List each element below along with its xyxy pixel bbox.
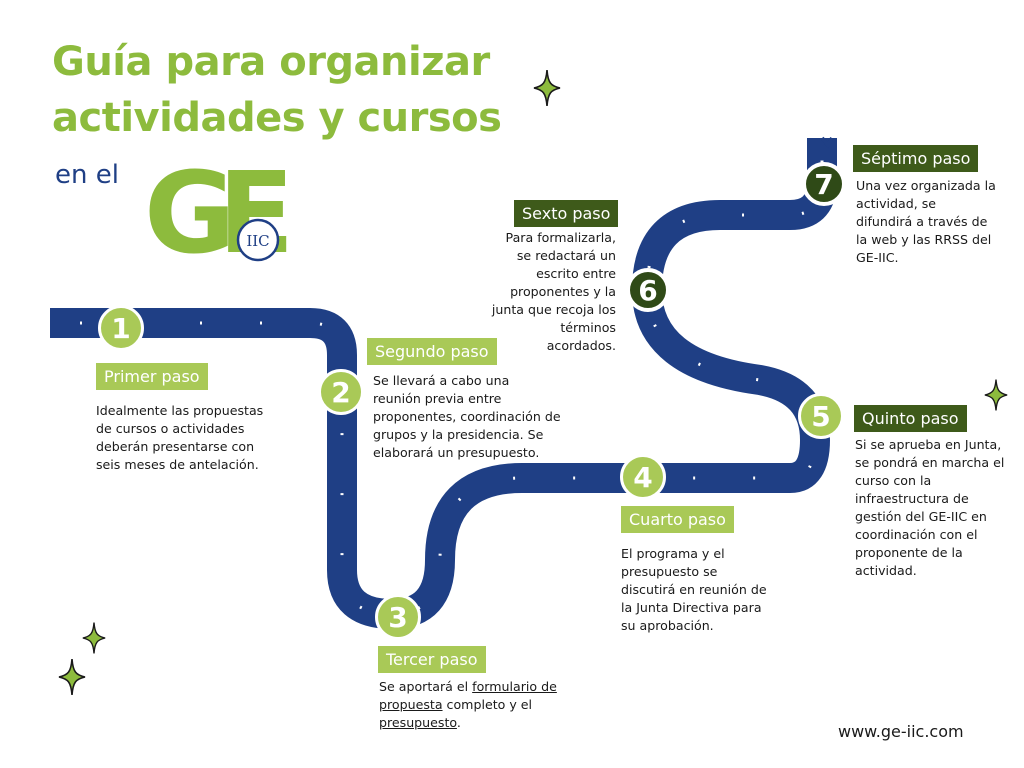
logo-ring — [236, 218, 280, 262]
step-2-text: Se llevará a cabo una reunión previa ent… — [373, 373, 561, 460]
step-6-circle: 6 — [626, 268, 670, 312]
step-4-number: 4 — [633, 460, 653, 494]
step-5-circle: 5 — [798, 393, 844, 439]
subtitle: en el — [55, 160, 119, 190]
logo-small-text: IIC — [246, 232, 269, 250]
step-7-number: 7 — [814, 167, 834, 201]
sparkle-icon — [58, 658, 86, 696]
title-line-1: Guía para organizar — [52, 39, 490, 85]
step-7-text: Una vez organizada la actividad, se difu… — [856, 178, 996, 265]
step-1-label: Primer paso — [96, 363, 208, 390]
ge-iic-logo: GE IIC — [144, 150, 290, 268]
step-1-circle: 1 — [98, 305, 144, 351]
step-2-number: 2 — [331, 375, 351, 409]
step-7-circle: 7 — [802, 162, 846, 206]
step-3-circle: 3 — [375, 594, 421, 640]
title-line-2: actividades y cursos — [52, 95, 502, 141]
step-6-number: 6 — [638, 273, 658, 307]
sparkle-icon — [82, 622, 106, 654]
step-4-text: El programa y el presupuesto se discutir… — [621, 546, 767, 633]
step-3-text: Se aportará el formulario de propuesta c… — [379, 678, 579, 732]
formulario-link[interactable]: formulario de propuesta — [379, 679, 557, 712]
step-3-text-pre: Se aportará el — [379, 679, 473, 694]
step-3-label: Tercer paso — [378, 646, 486, 673]
page-title: Guía para organizar actividades y cursos — [52, 34, 502, 146]
step-6-text: Para formalizarla, se redactará un escri… — [491, 230, 616, 353]
step-5-number: 5 — [811, 399, 831, 433]
sparkle-icon — [984, 379, 1008, 411]
step-4-label: Cuarto paso — [621, 506, 734, 533]
step-2-label: Segundo paso — [367, 338, 497, 365]
website-link[interactable]: www.ge-iic.com — [838, 722, 964, 741]
sparkle-icon — [533, 69, 561, 107]
step-1-number: 1 — [111, 311, 131, 345]
step-3-text-post: . — [456, 715, 461, 730]
step-5-label: Quinto paso — [854, 405, 967, 432]
step-6-label: Sexto paso — [514, 200, 619, 227]
step-5-text: Si se aprueba en Junta, se pondrá en mar… — [855, 437, 1005, 578]
step-7-label: Séptimo paso — [853, 145, 979, 172]
step-3-text-mid: completo y el — [442, 697, 533, 712]
step-2-circle: 2 — [318, 369, 364, 415]
step-4-circle: 4 — [620, 454, 666, 500]
presupuesto-link[interactable]: presupuesto — [379, 715, 457, 730]
step-1-text: Idealmente las propuestas de cursos o ac… — [96, 403, 264, 472]
step-3-number: 3 — [388, 600, 408, 634]
